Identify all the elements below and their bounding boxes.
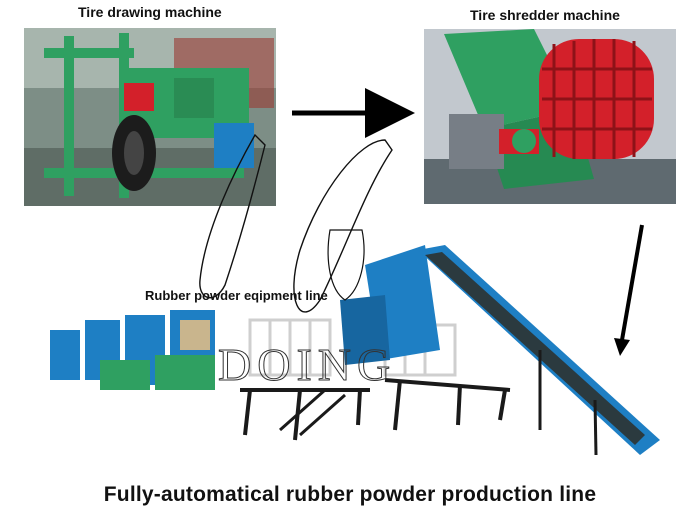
tire-drawing-label: Tire drawing machine bbox=[78, 4, 222, 20]
tire-shredder-label: Tire shredder machine bbox=[470, 7, 620, 23]
tire-shredder-machine-photo bbox=[424, 29, 676, 204]
tire-drawing-machine-photo bbox=[24, 28, 276, 206]
production-line-photo bbox=[40, 240, 680, 475]
caption: Fully-automatical rubber powder producti… bbox=[103, 483, 597, 506]
